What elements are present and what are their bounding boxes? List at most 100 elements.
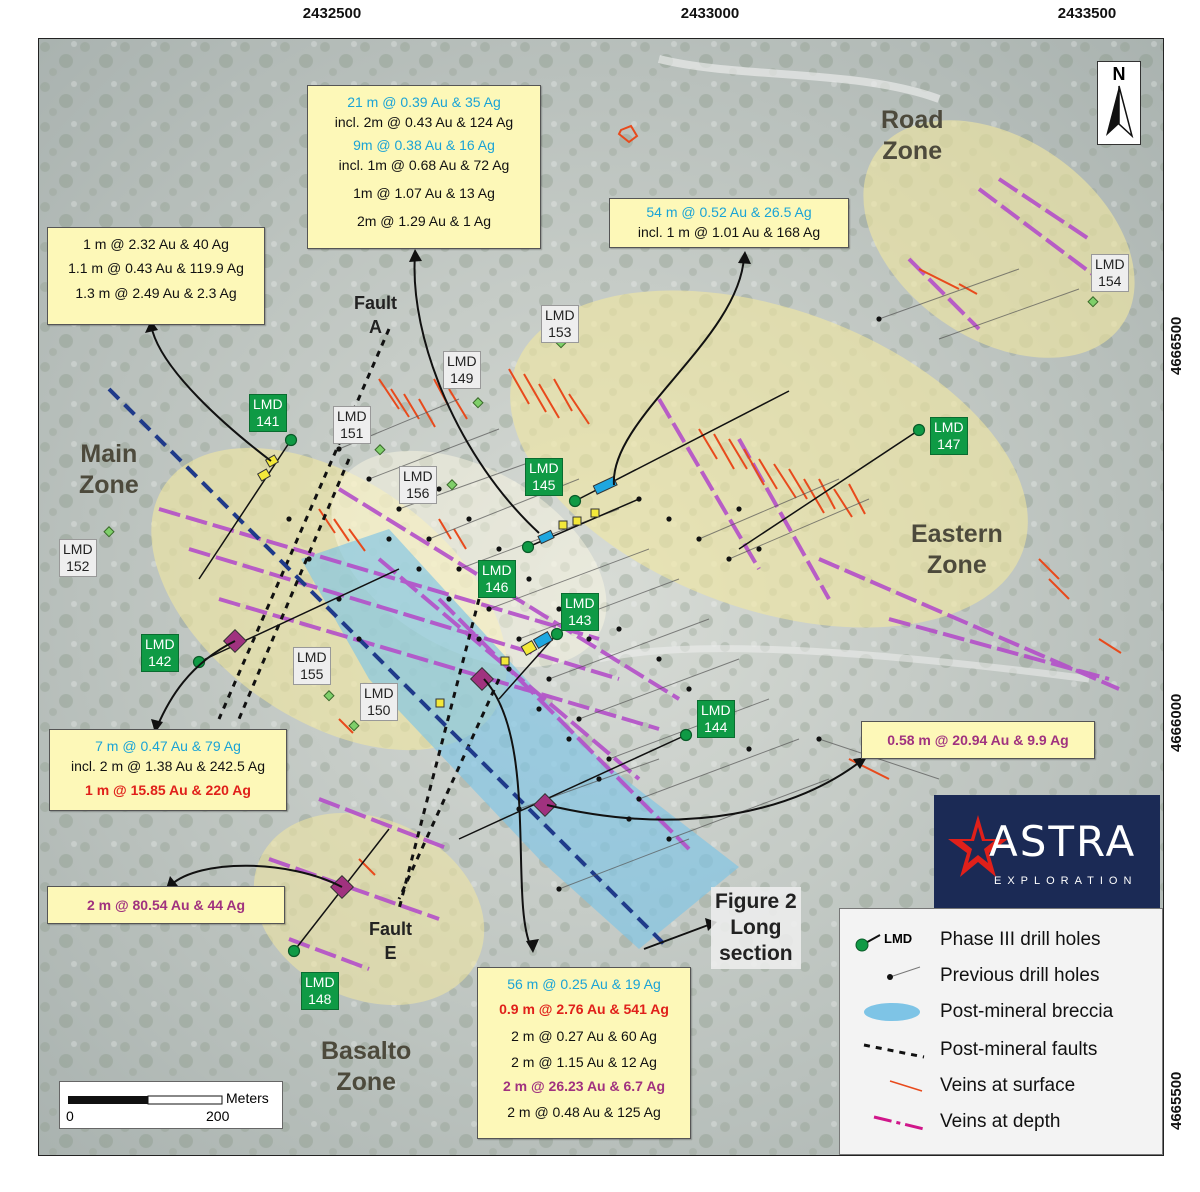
callout-lmd143: 56 m @ 0.25 Au & 19 Ag 0.9 m @ 2.76 Au &… (477, 967, 691, 1139)
north-label: N (1112, 64, 1126, 84)
intercept-text: 1 m @ 15.85 Au & 220 Ag (85, 781, 251, 798)
callout-lmd144: 0.58 m @ 20.94 Au & 9.9 Ag (861, 721, 1095, 759)
northing-label-2: 4666000 (1168, 693, 1185, 752)
vein-surface-icon (889, 1080, 923, 1092)
intercept-text: 1 m @ 2.32 Au & 40 Ag (83, 236, 229, 252)
intercept-text: 7 m @ 0.47 Au & 79 Ag (95, 738, 241, 754)
logo-subtitle: EXPLORATION (994, 875, 1138, 887)
intercept-text: 54 m @ 0.52 Au & 26.5 Ag (646, 204, 812, 220)
vein-depth-icon (873, 1115, 925, 1131)
callout-lmd145: 54 m @ 0.52 Au & 26.5 Ag incl. 1 m @ 1.0… (609, 198, 849, 248)
veins-at-surface (318, 124, 1122, 876)
scale-start: 0 (66, 1108, 74, 1124)
legend-item-veins-surface: Veins at surface (840, 1069, 1162, 1103)
intercept-text: 56 m @ 0.25 Au & 19 Ag (507, 976, 661, 992)
intercept-text: 2 m @ 0.27 Au & 60 Ag (511, 1027, 657, 1044)
fault-icon (863, 1043, 925, 1059)
intercept-text: incl. 2m @ 0.43 Au & 124 Ag (334, 114, 514, 131)
intercept-text: 1m @ 1.07 Au & 13 Ag (353, 185, 495, 202)
easting-label-1: 2432500 (302, 5, 362, 22)
breccia-area (301, 529, 739, 949)
legend-item-phase3: LMD Phase III drill holes (840, 923, 1162, 957)
intercept-text: 9m @ 0.38 Au & 16 Ag (353, 136, 495, 153)
previous-drill-icon (887, 966, 921, 980)
legend: LMD Phase III drill holes Previous drill… (839, 908, 1163, 1155)
callout-arrows (150, 253, 862, 950)
easting-label-2: 2433000 (680, 5, 740, 22)
scale-bar: Meters 0 200 (59, 1081, 283, 1129)
intercept-text: 0.9 m @ 2.76 Au & 541 Ag (499, 1001, 669, 1018)
intercept-text: 2 m @ 1.15 Au & 12 Ag (511, 1053, 657, 1070)
intercept-text: 2 m @ 26.23 Au & 6.7 Ag (502, 1078, 665, 1095)
arrow-heads (145, 249, 867, 953)
north-arrow: N (1097, 61, 1141, 145)
post-mineral-faults (217, 328, 501, 910)
breccia-icon (864, 1003, 920, 1021)
legend-item-veins-depth: Veins at depth (840, 1105, 1162, 1139)
basalto-zone-area (253, 812, 485, 1006)
scale-unit: Meters (226, 1090, 269, 1106)
star-icon (948, 815, 1008, 877)
track (658, 55, 941, 103)
map-graphics (39, 39, 1163, 1155)
legend-label: Previous drill holes (940, 965, 1100, 986)
phase3-drill-icon (855, 934, 881, 952)
phase3-drill-collars (192, 423, 926, 958)
intercept-text: incl. 1m @ 0.68 Au & 72 Ag (338, 156, 510, 173)
legend-item-breccia: Post-mineral breccia (840, 995, 1162, 1029)
intercept-text: 2 m @ 0.48 Au & 125 Ag (507, 1104, 661, 1121)
northing-label-1: 4666500 (1168, 316, 1185, 375)
previous-drill-holes (286, 268, 1080, 892)
intercept-text: 1.3 m @ 2.49 Au & 2.3 Ag (75, 284, 237, 301)
intercept-text: 0.58 m @ 20.94 Au & 9.9 Ag (887, 732, 1069, 748)
road-zone-area (863, 120, 1135, 358)
callout-lmd141: 1 m @ 2.32 Au & 40 Ag 1.1 m @ 0.43 Au & … (47, 227, 265, 325)
legend-label: Post-mineral faults (940, 1039, 1098, 1060)
legend-item-faults: Post-mineral faults (840, 1033, 1162, 1067)
astra-logo: ASTRA EXPLORATION (934, 795, 1160, 908)
callout-lmd148: 2 m @ 80.54 Au & 44 Ag (47, 886, 285, 924)
northing-label-3: 4665500 (1168, 1071, 1185, 1130)
intercept-text: 2m @ 1.29 Au & 1 Ag (356, 213, 492, 230)
intercept-text: 1.1 m @ 0.43 Au & 119.9 Ag (68, 260, 244, 277)
callout-lmd146: 21 m @ 0.39 Au & 35 Ag incl. 2m @ 0.43 A… (307, 85, 541, 249)
intercept-text: incl. 2 m @ 1.38 Au & 242.5 Ag (71, 758, 265, 775)
scale-end: 200 (206, 1108, 230, 1124)
intercept-markers (222, 454, 618, 900)
track (598, 645, 1090, 683)
scale-bar-graphic (68, 1095, 223, 1105)
eastern-zone-area (510, 290, 1028, 628)
legend-label: Phase III drill holes (940, 929, 1101, 950)
legend-label: Post-mineral breccia (940, 1001, 1114, 1022)
legend-label: Veins at surface (940, 1075, 1076, 1096)
veins-at-depth (158, 177, 1120, 971)
north-arrow-icon (1106, 85, 1134, 139)
legend-item-previous: Previous drill holes (840, 959, 1162, 993)
intercept-text: 21 m @ 0.39 Au & 35 Ag (347, 94, 501, 110)
intercept-text: 2 m @ 80.54 Au & 44 Ag (86, 897, 246, 913)
logo-name: ASTRA (989, 817, 1137, 866)
